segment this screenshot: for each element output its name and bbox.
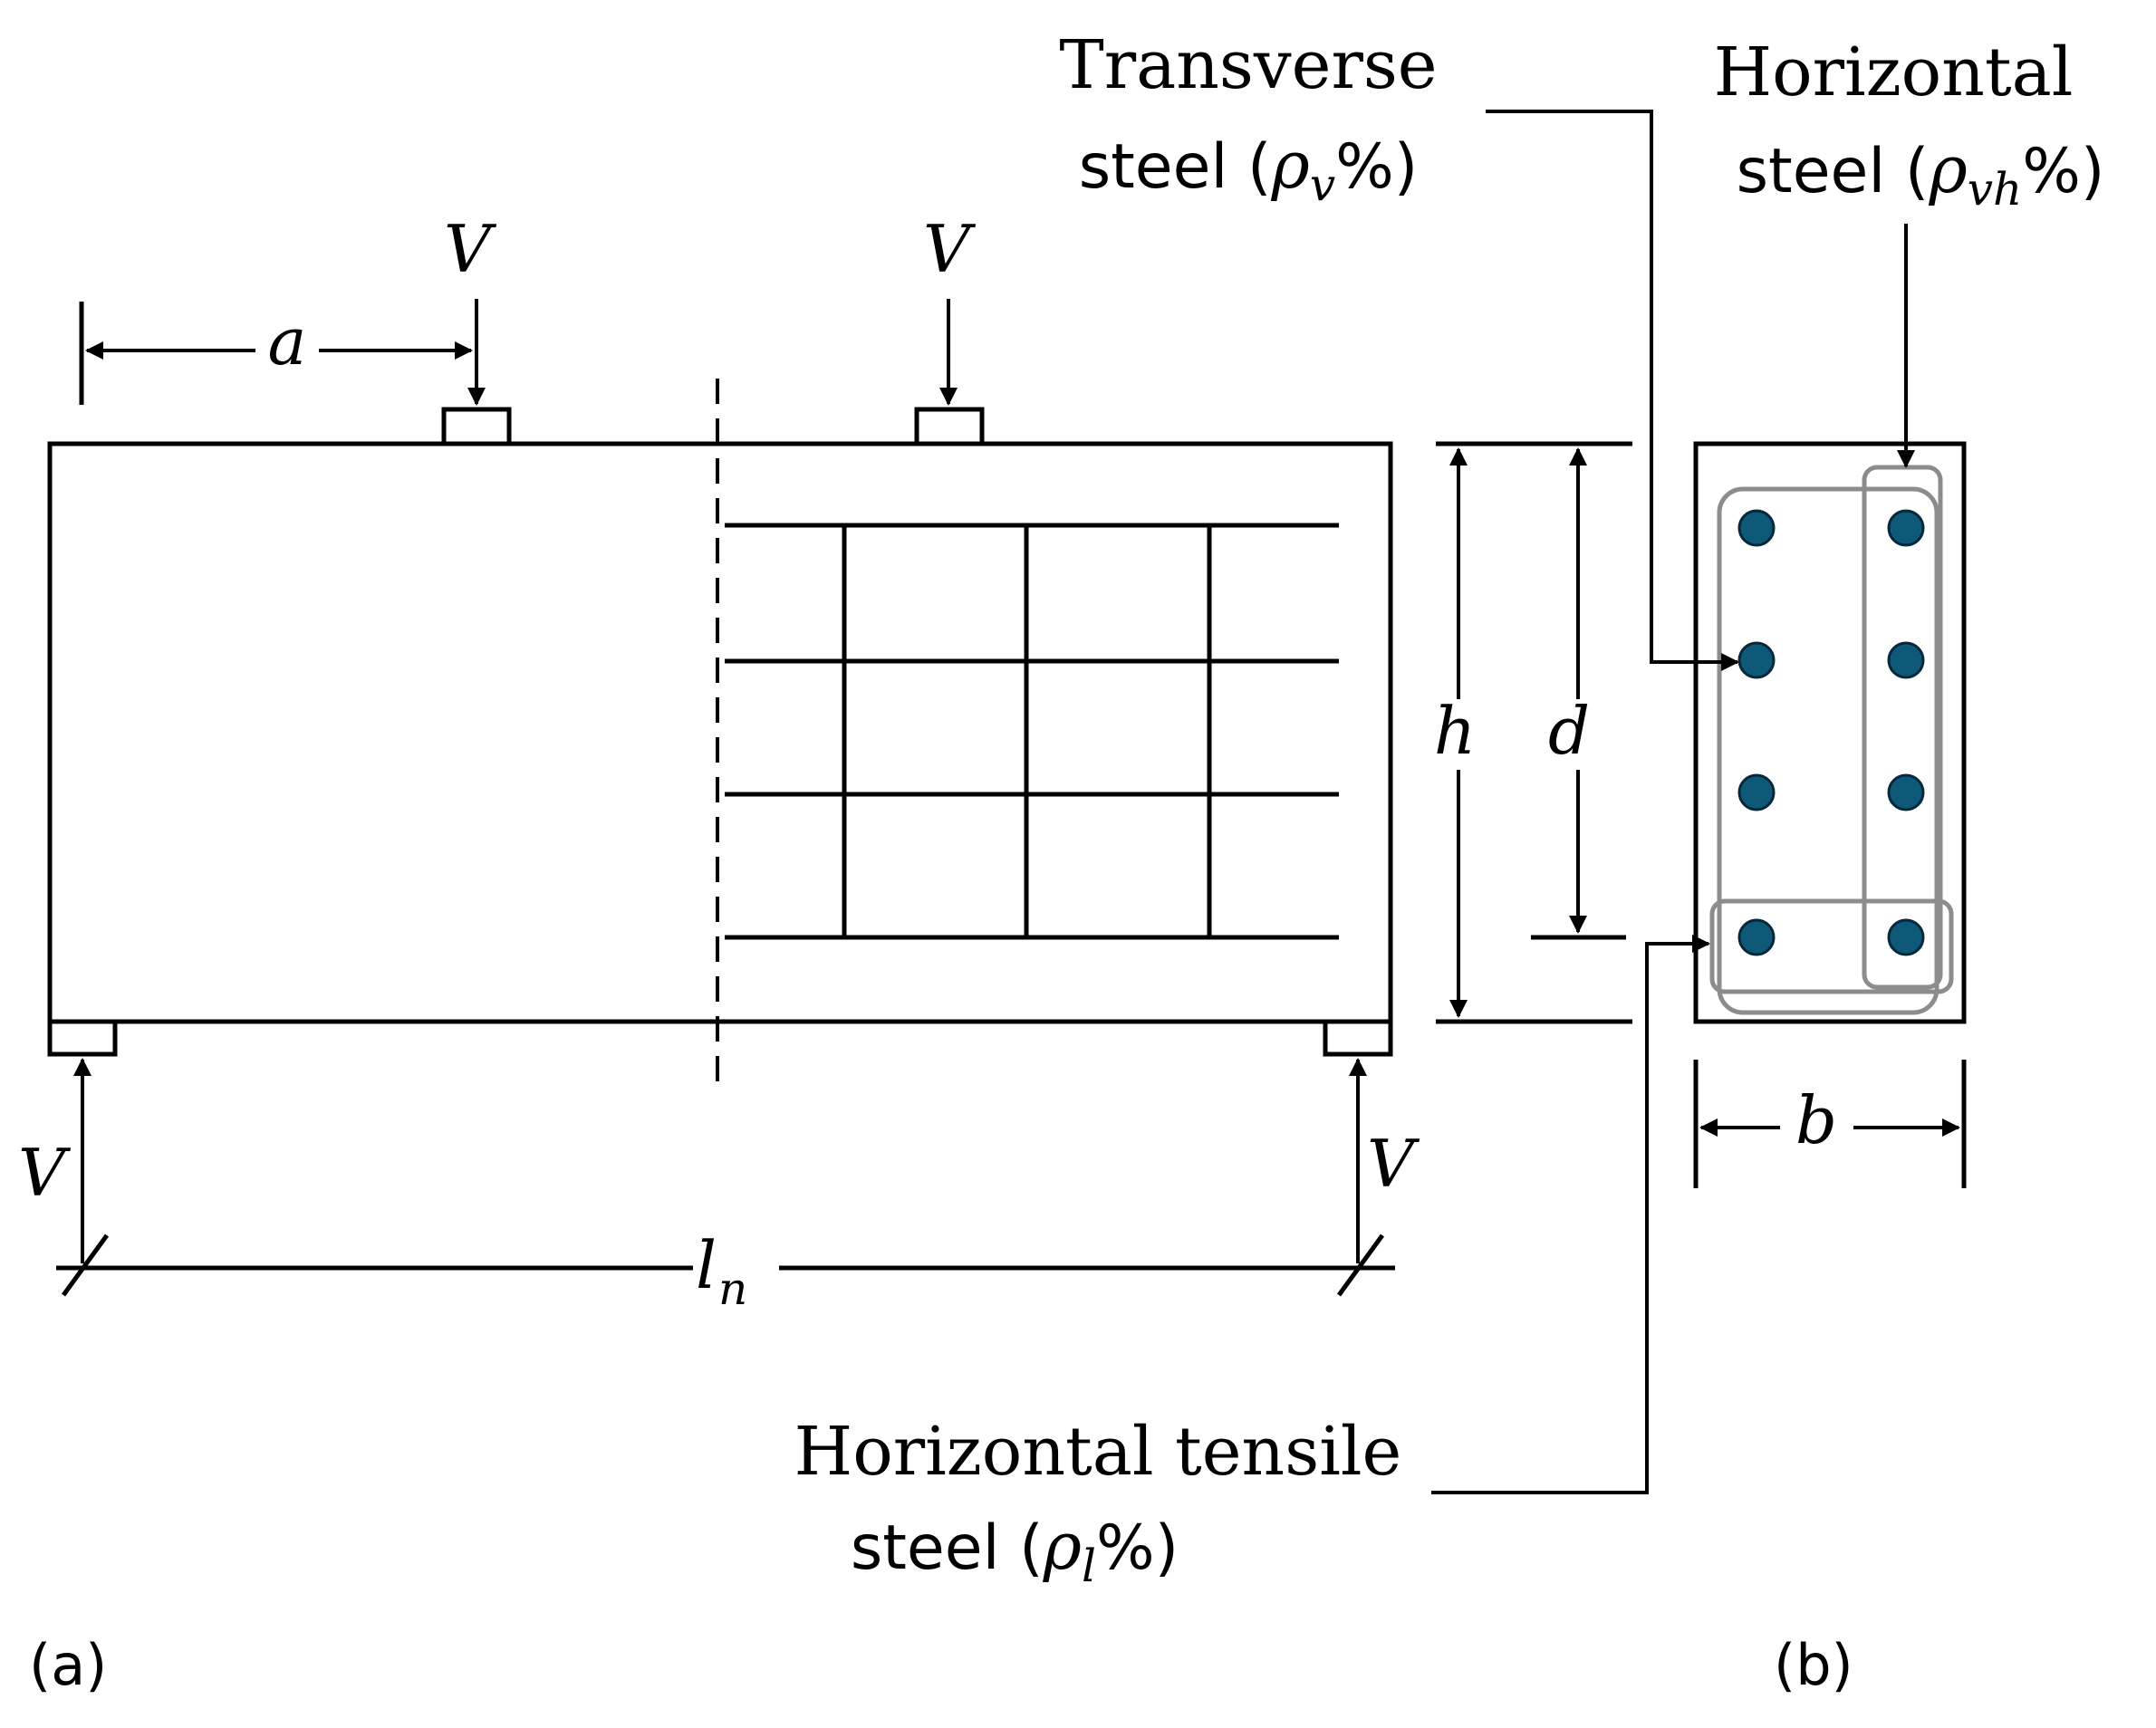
horizontal-label-line1: Horizontal [1714, 34, 2074, 111]
rebar [1887, 918, 1925, 956]
panel-label-b: (b) [1774, 1632, 1853, 1698]
transverse-label-line2: steel (ρv%) [1079, 127, 1419, 211]
load-label-left: V [444, 211, 497, 287]
rebar [1887, 641, 1925, 679]
reaction-label-left: V [18, 1135, 72, 1211]
reinforcement-grid [725, 523, 1339, 940]
height-label: h [1434, 693, 1476, 769]
load-plate-right [914, 407, 985, 446]
rebar-group [1737, 509, 1925, 956]
width-label: b [1795, 1082, 1837, 1158]
rebar [1887, 773, 1925, 811]
load-label-right: V [923, 211, 977, 287]
clear-span-dimension [56, 1234, 1395, 1297]
shear-span-label: a [268, 303, 307, 379]
stirrup-horizontal-inner [1709, 898, 1954, 994]
tensile-label-line1: Horizontal tensile [794, 1413, 1402, 1491]
rebar [1737, 509, 1776, 547]
rebar [1887, 509, 1925, 547]
panel-label-a: (a) [29, 1632, 107, 1698]
horizontal-label-line2: steel (ρvh%) [1737, 131, 2105, 216]
rebar [1737, 773, 1776, 811]
transverse-leader [1486, 110, 1739, 671]
tensile-leader [1431, 935, 1710, 1494]
reaction-label-right: V [1367, 1126, 1420, 1202]
clear-span-label: ln [696, 1227, 747, 1315]
beam-outline [47, 441, 1393, 1024]
load-plate-left [441, 407, 512, 446]
support-plate-left [47, 1019, 118, 1057]
transverse-label-line1: Transverse [1059, 26, 1437, 104]
tensile-label-line2: steel (ρl%) [851, 1508, 1179, 1592]
rebar [1737, 641, 1776, 679]
rebar [1737, 918, 1776, 956]
depth-label: d [1548, 693, 1590, 769]
stirrup-outer [1717, 486, 1939, 1015]
support-plate-right [1323, 1019, 1393, 1057]
section-outline [1693, 441, 1967, 1024]
